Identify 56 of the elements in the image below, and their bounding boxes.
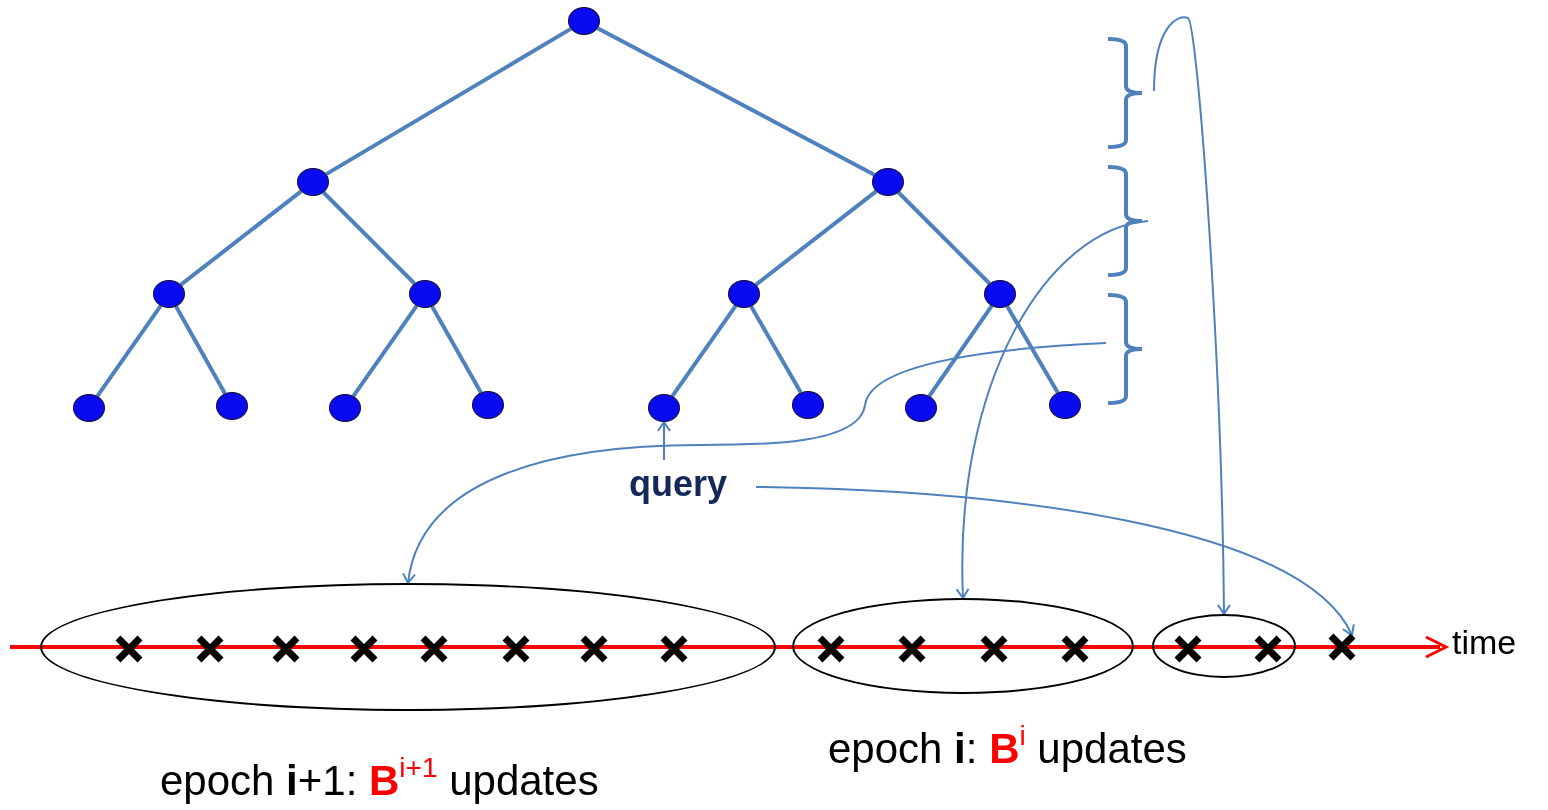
tree-edge <box>174 305 227 395</box>
tree-edge <box>430 305 483 394</box>
tree-edge <box>596 26 876 177</box>
tree-edge <box>754 189 878 287</box>
tree-node-circle <box>792 391 824 419</box>
update-cross-mark <box>349 635 379 663</box>
update-cross-mark <box>501 635 531 663</box>
tree-edge <box>325 27 572 176</box>
tree-node-circle <box>905 394 937 422</box>
epoch-caption: epoch i: B$^{i}$ updates <box>828 719 1187 773</box>
update-cross-mark <box>579 635 609 663</box>
update-cross-mark <box>419 635 449 663</box>
tree-edge <box>1005 305 1060 394</box>
epoch-caption: epoch i+1: B$^{i+1}$ updates <box>160 751 599 805</box>
tree-node-circle <box>297 168 329 196</box>
tree-node-circle <box>1049 391 1081 419</box>
axis-label: time <box>1452 622 1517 662</box>
query-label: query <box>618 462 738 506</box>
tree-node-circle <box>329 394 361 422</box>
tree-edge <box>927 304 994 398</box>
tree-edge <box>351 304 419 398</box>
tree-node-circle <box>153 280 185 308</box>
update-cross-mark <box>1173 635 1203 663</box>
arrow <box>1153 16 1231 615</box>
tree-node-circle <box>73 394 105 422</box>
tree-node-circle <box>648 394 680 422</box>
update-cross-mark <box>114 635 144 663</box>
epoch-ellipse <box>1152 614 1296 678</box>
update-cross-mark <box>979 635 1009 663</box>
update-cross-mark <box>659 635 689 663</box>
tree-edge <box>670 304 738 398</box>
tree-node-circle <box>872 168 904 196</box>
tree-node-circle <box>984 280 1016 308</box>
update-cross-mark <box>195 635 225 663</box>
tree-edge <box>322 191 416 285</box>
update-cross-mark <box>1253 635 1283 663</box>
arrow <box>955 220 1149 599</box>
update-cross-mark <box>1060 635 1090 663</box>
epoch-ellipse <box>40 583 776 711</box>
update-cross-mark <box>1327 633 1357 661</box>
tree-edge <box>179 189 303 287</box>
epoch-ellipse <box>792 598 1134 694</box>
tree-node-circle <box>216 392 248 420</box>
update-cross-mark <box>271 635 301 663</box>
tree-edge <box>95 304 163 398</box>
arrow <box>657 421 671 461</box>
tree-edge <box>749 305 803 394</box>
update-cross-mark <box>897 635 927 663</box>
tree-node-circle <box>409 280 441 308</box>
arrow <box>755 486 1353 636</box>
tree-edge <box>897 191 991 285</box>
update-cross-mark <box>816 635 846 663</box>
tree-node-circle <box>472 391 504 419</box>
tree-node-circle <box>728 280 760 308</box>
tree-node-circle <box>568 7 600 35</box>
arrow <box>403 342 1107 584</box>
